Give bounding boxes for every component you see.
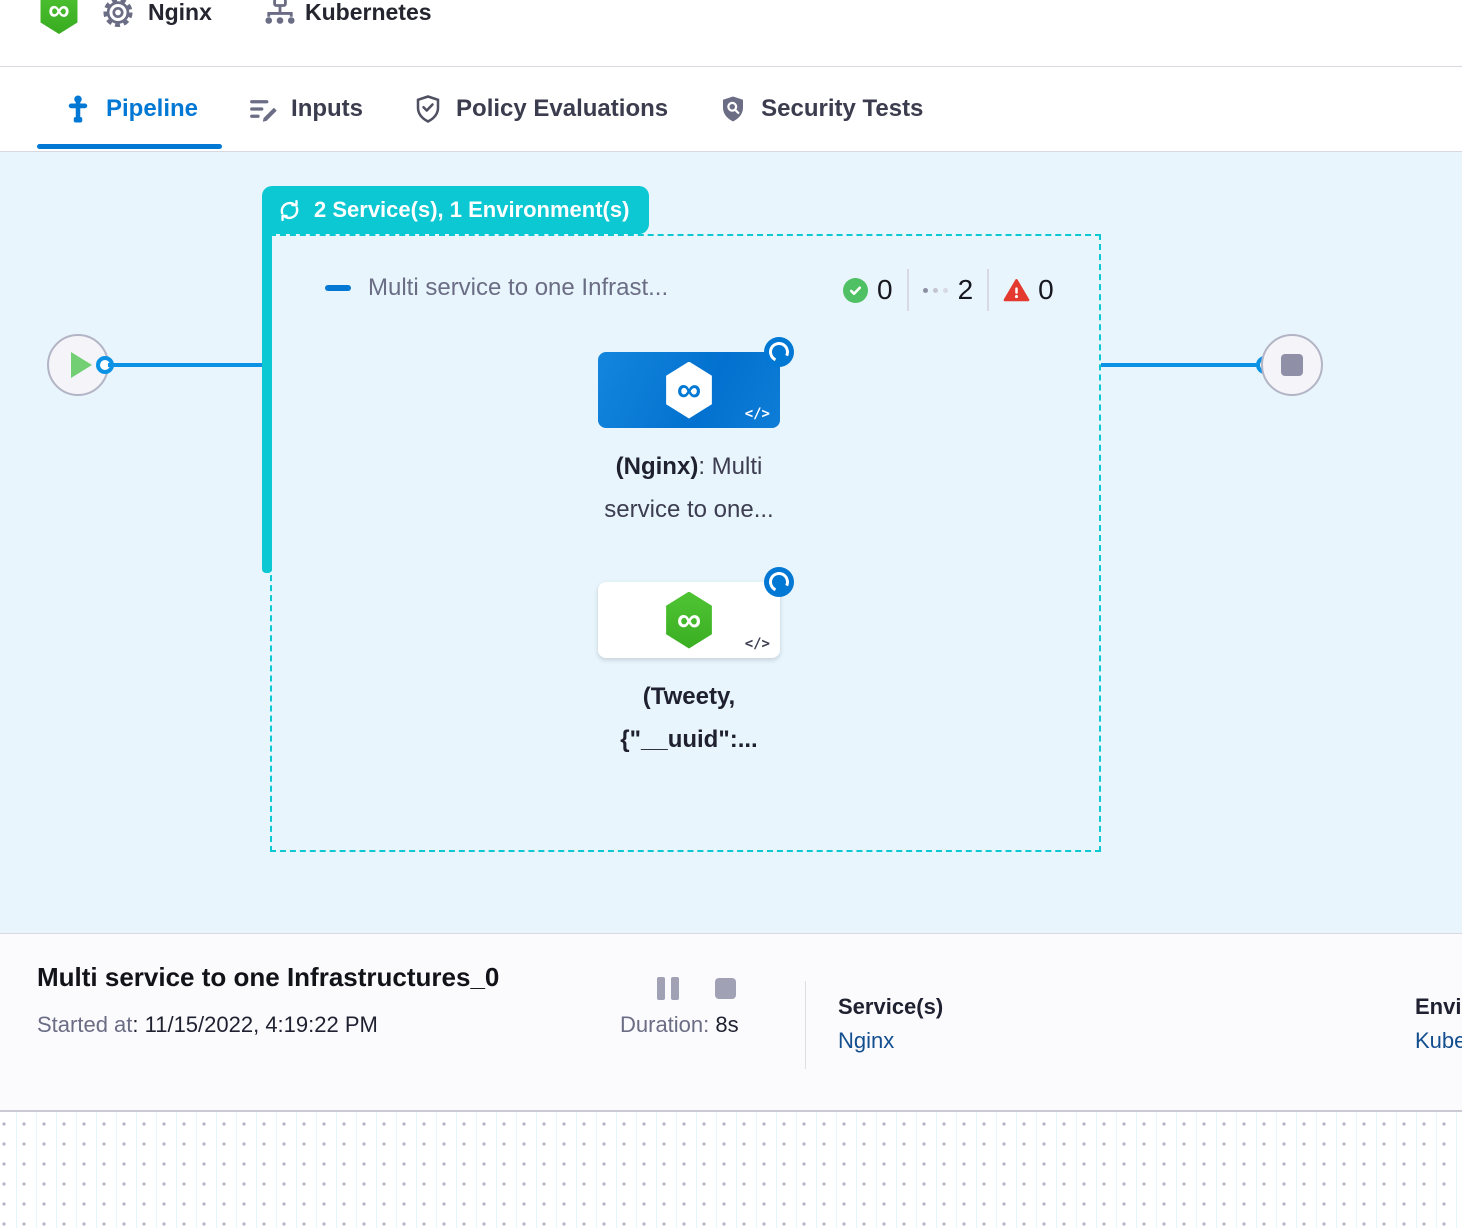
- service-node-nginx-label: (Nginx): Multi: [539, 452, 839, 482]
- service-node-tweety-label: (Tweety,: [539, 682, 839, 712]
- breadcrumb-service-name[interactable]: Nginx: [148, 0, 212, 27]
- running-spinner-icon: [764, 337, 794, 367]
- stage-group-boundary: [270, 234, 1101, 852]
- gear-icon: [100, 0, 136, 29]
- running-spinner-icon: [764, 567, 794, 597]
- stage-title: Multi service to one Infrast...: [368, 274, 668, 302]
- stage-group-badge-label: 2 Service(s), 1 Environment(s): [314, 197, 629, 223]
- inputs-icon: [248, 94, 278, 124]
- loop-icon: [276, 197, 303, 224]
- shield-scan-icon: [718, 94, 748, 124]
- running-count: 2: [958, 274, 974, 306]
- service-node-tweety[interactable]: ∞ </>: [598, 582, 780, 658]
- tab-security-tests[interactable]: Security Tests: [718, 94, 923, 124]
- service-node-tweety-label-line2: {"__uuid":...: [539, 725, 839, 755]
- started-at-value: : 11/15/2022, 4:19:22 PM: [132, 1012, 377, 1037]
- pipeline-end-node: [1261, 334, 1323, 396]
- failed-count: 0: [1038, 274, 1054, 306]
- pipeline-icon: [63, 94, 93, 124]
- execution-summary-bar: Multi service to one Infrastructures_0 S…: [0, 933, 1462, 1110]
- service-node-nginx[interactable]: ∞ </>: [598, 352, 780, 428]
- pause-execution-button[interactable]: [657, 977, 679, 1000]
- failed-status-icon: [1003, 277, 1030, 304]
- tab-bar: Pipeline Inputs Policy Evaluations: [0, 67, 1462, 152]
- breadcrumb-bar: ∞ Nginx Kubernetes: [0, 0, 1462, 67]
- execution-title: Multi service to one Infrastructures_0: [37, 962, 499, 993]
- tab-security-tests-label: Security Tests: [761, 95, 923, 123]
- pipeline-graph-canvas: 2 Service(s), 1 Environment(s) Multi ser…: [0, 152, 1462, 933]
- harness-logo-icon: ∞: [38, 0, 80, 34]
- environments-link[interactable]: Kubernetes: [1415, 1028, 1462, 1054]
- started-at-row: Started at: 11/15/2022, 4:19:22 PM: [37, 1012, 378, 1038]
- success-count: 0: [877, 274, 893, 306]
- harness-service-icon: ∞: [663, 592, 715, 649]
- success-status-icon: [843, 278, 868, 303]
- services-header: Service(s): [838, 994, 943, 1020]
- duration-value: 8s: [709, 1012, 738, 1037]
- running-status-icon: [923, 288, 948, 293]
- stop-execution-button[interactable]: [715, 978, 736, 999]
- tab-inputs-label: Inputs: [291, 95, 363, 123]
- collapse-stage-icon[interactable]: [325, 285, 351, 291]
- play-icon: [71, 352, 92, 378]
- environments-header: Environment(s): [1415, 994, 1462, 1020]
- tab-pipeline[interactable]: Pipeline: [63, 94, 198, 124]
- active-tab-underline: [37, 144, 222, 149]
- connector-line-left: [108, 363, 264, 367]
- services-link[interactable]: Nginx: [838, 1028, 894, 1054]
- kubernetes-cluster-icon: [262, 0, 298, 28]
- graph-dot-grid-background: [0, 1110, 1462, 1228]
- stop-icon: [1281, 354, 1303, 376]
- service-node-nginx-label-line2: service to one...: [539, 495, 839, 525]
- code-icon: </>: [745, 406, 770, 422]
- summary-divider: [805, 981, 806, 1069]
- tab-pipeline-label: Pipeline: [106, 95, 198, 123]
- stage-status-counts: 0 2 0: [843, 268, 1054, 312]
- tab-policy-evaluations[interactable]: Policy Evaluations: [413, 94, 668, 124]
- stage-group-badge[interactable]: 2 Service(s), 1 Environment(s): [262, 186, 649, 234]
- duration-row: Duration: 8s: [620, 1012, 739, 1038]
- duration-label: Duration:: [620, 1012, 709, 1037]
- harness-service-icon: ∞: [663, 362, 715, 419]
- started-at-label: Started at: [37, 1012, 132, 1037]
- tab-inputs[interactable]: Inputs: [248, 94, 363, 124]
- tab-policy-evaluations-label: Policy Evaluations: [456, 95, 668, 123]
- shield-check-icon: [413, 94, 443, 124]
- connector-line-right: [1101, 363, 1257, 367]
- code-icon: </>: [745, 636, 770, 652]
- breadcrumb-environment-name[interactable]: Kubernetes: [305, 0, 432, 27]
